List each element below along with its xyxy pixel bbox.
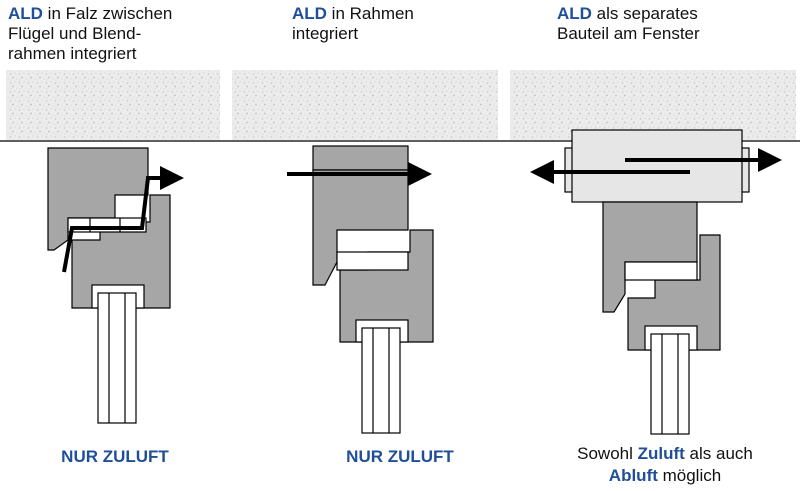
panel-2-seal <box>336 251 409 271</box>
panel-2-glass <box>361 327 401 434</box>
panel-1-caption-key: ALD <box>8 4 43 23</box>
panel-2-footer: NUR ZULUFT <box>346 447 454 466</box>
panel-1-footer: NUR ZULUFT <box>61 447 169 466</box>
wall-section-3 <box>510 70 796 140</box>
panel-3-footer-mid: als auch <box>684 444 753 463</box>
panel-3-caption-line-1: ALD als separates <box>557 4 792 24</box>
panel-3-footer-prefix: Sowohl <box>577 444 638 463</box>
panel-3-caption: ALD als separates Bauteil am Fenster <box>557 4 792 44</box>
panel-1-caption-line-3: rahmen integriert <box>8 44 137 63</box>
wall-section-2 <box>232 70 498 140</box>
panel-3-caption-line-2: Bauteil am Fenster <box>557 24 700 43</box>
panel-1-profile <box>47 147 171 424</box>
panel-2-caption-key: ALD <box>292 4 327 23</box>
panel-3-footer-abluft: Abluft <box>608 466 658 485</box>
panel-1-caption-rest: in Falz zwischen <box>42 4 173 23</box>
panel-2-profile <box>312 145 434 434</box>
panel-1-caption-line-1: ALD in Falz zwischen <box>8 4 223 24</box>
panel-3-footer-zuluft: Zuluft <box>637 444 685 463</box>
panel-3-profile <box>564 129 750 435</box>
panel-3-footer-line-2: Abluft möglich <box>540 465 790 487</box>
panel-1-caption-line-2: Flügel und Blend- <box>8 24 142 43</box>
panel-2-caption: ALD in Rahmen integriert <box>292 4 492 44</box>
panel-2-ald <box>312 145 409 171</box>
panel-2-caption-line-2: integriert <box>292 24 359 43</box>
panel-2-caption-rest: in Rahmen <box>326 4 414 23</box>
panel-1-airflow-arrow <box>62 166 184 273</box>
panel-1-caption: ALD in Falz zwischen Flügel und Blend- r… <box>8 4 223 64</box>
panel-3-footer-suffix: möglich <box>657 466 722 485</box>
panel-3-glass <box>650 333 690 435</box>
panel-1-glass <box>97 292 137 424</box>
panel-2-caption-line-1: ALD in Rahmen <box>292 4 492 24</box>
panel-3-footer: Sowohl Zuluft als auch Abluft möglich <box>540 443 790 487</box>
panel-3-ald-box <box>571 129 743 203</box>
panel-3-footer-line-1: Sowohl Zuluft als auch <box>540 443 790 465</box>
wall-section-1 <box>6 70 220 140</box>
panel-3-caption-key: ALD <box>557 4 592 23</box>
panel-3-seal <box>624 261 698 281</box>
panel-3-caption-rest: als separates <box>591 4 698 23</box>
